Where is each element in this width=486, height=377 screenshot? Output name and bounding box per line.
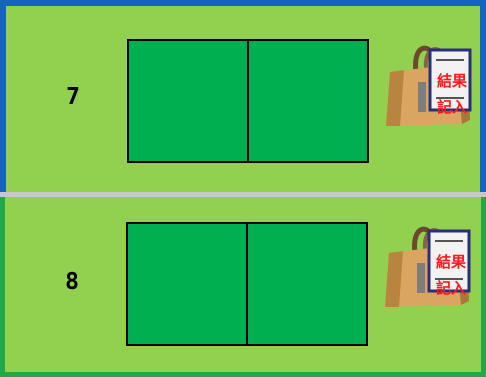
court-number: 7 bbox=[58, 84, 88, 110]
court-diagram bbox=[126, 222, 368, 346]
enter-result-button[interactable]: 結果 記入 bbox=[382, 38, 474, 128]
court-half-right bbox=[246, 224, 366, 344]
court-half-left bbox=[128, 224, 246, 344]
court-number: 8 bbox=[57, 269, 87, 295]
court-half-left bbox=[129, 41, 247, 161]
result-label-line1: 結果 bbox=[433, 249, 469, 275]
result-label-line2: 記入 bbox=[434, 94, 470, 120]
court-row-7: 7 結果 記入 bbox=[0, 0, 486, 192]
enter-result-button[interactable]: 結果 記入 bbox=[381, 219, 473, 309]
result-label-line2: 記入 bbox=[433, 275, 469, 301]
court-half-right bbox=[247, 41, 367, 161]
court-diagram bbox=[127, 39, 369, 163]
court-row-8: 8 結果 記入 bbox=[0, 197, 486, 377]
result-label-line1: 結果 bbox=[434, 68, 470, 94]
result-label: 結果 記入 bbox=[434, 68, 470, 120]
result-label: 結果 記入 bbox=[433, 249, 469, 301]
